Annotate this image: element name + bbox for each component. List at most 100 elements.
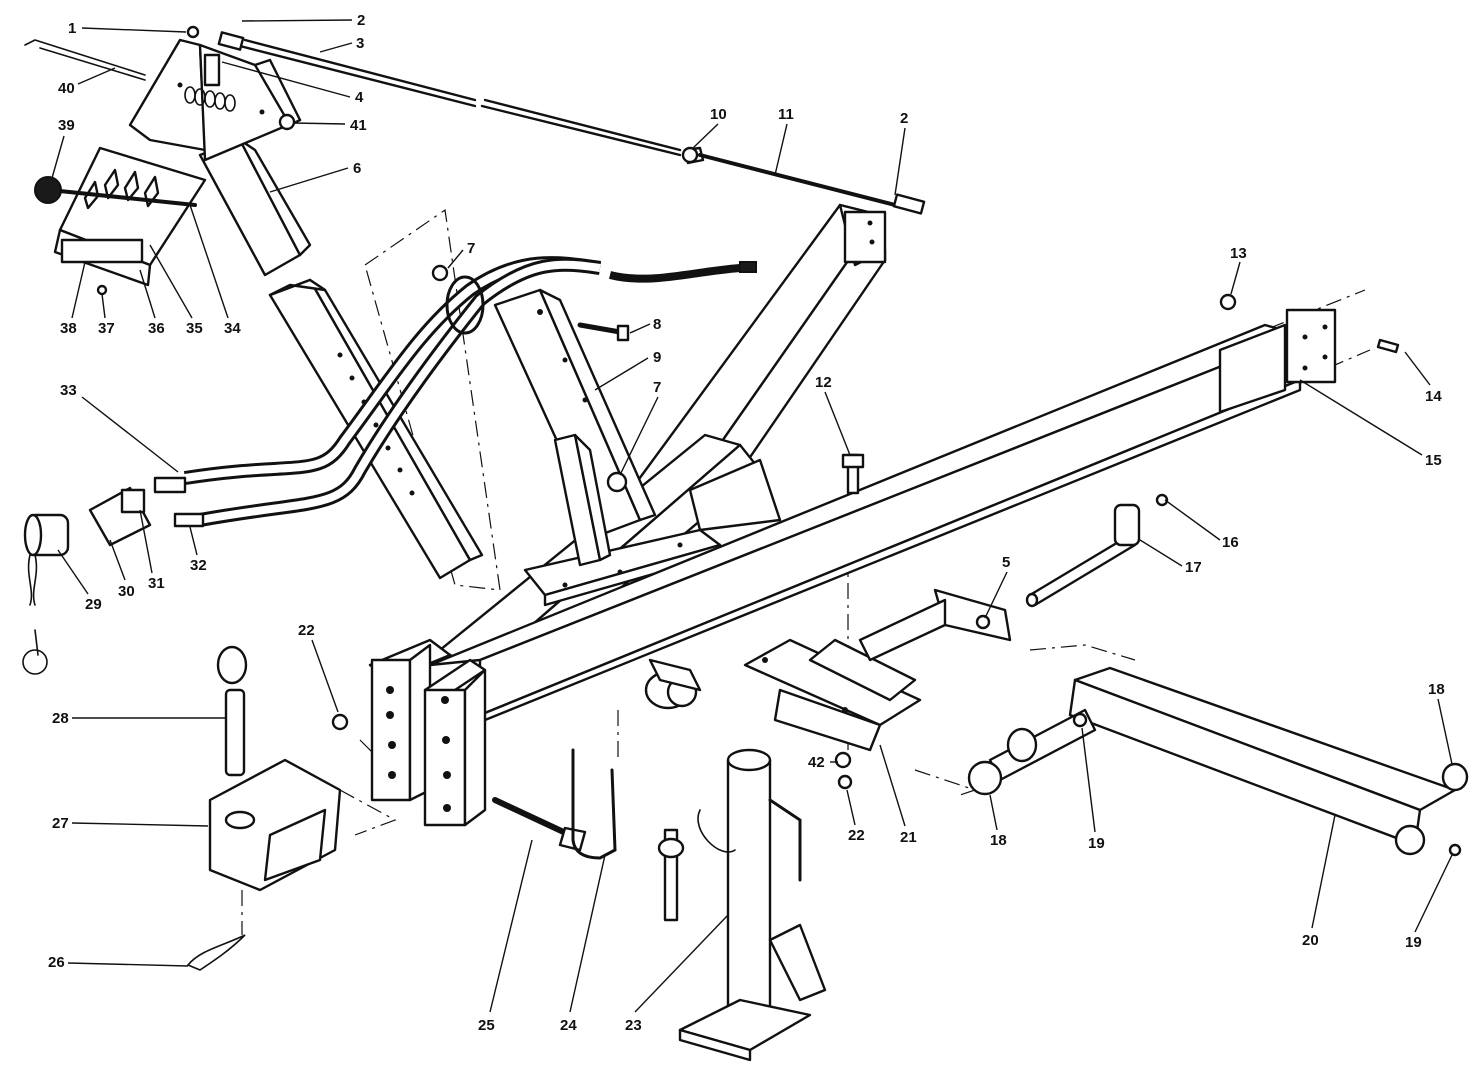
- svg-text:30: 30: [118, 583, 135, 600]
- svg-text:24: 24: [560, 1017, 577, 1034]
- svg-text:16: 16: [1222, 534, 1239, 551]
- callout-21: 21: [879, 744, 917, 846]
- svg-text:28: 28: [52, 710, 69, 727]
- callout-18-right: 18: [1428, 681, 1453, 765]
- mast-post: [493, 288, 657, 567]
- svg-text:5: 5: [1002, 554, 1010, 571]
- svg-text:3: 3: [356, 35, 364, 52]
- callout-14: 14: [1404, 351, 1442, 405]
- svg-text:2: 2: [357, 12, 365, 29]
- svg-text:39: 39: [58, 117, 75, 134]
- svg-text:20: 20: [1302, 932, 1319, 949]
- svg-text:26: 26: [48, 954, 65, 971]
- svg-text:11: 11: [778, 106, 794, 123]
- bolt-8: [577, 322, 630, 342]
- callouts: 1 2 3 40 4 41 39 6: [48, 12, 1453, 1034]
- hose-clamp: [431, 264, 628, 493]
- svg-text:1: 1: [68, 20, 76, 37]
- svg-text:41: 41: [350, 117, 367, 134]
- svg-text:4: 4: [355, 89, 364, 106]
- svg-text:10: 10: [710, 106, 727, 123]
- callout-4: 4: [221, 61, 364, 106]
- callout-3: 3: [319, 35, 364, 53]
- lower-bracket: [743, 588, 1012, 752]
- callout-16: 16: [1164, 499, 1239, 551]
- callout-7-mid: 7: [619, 379, 661, 476]
- svg-text:15: 15: [1425, 452, 1442, 469]
- svg-text:37: 37: [98, 320, 115, 337]
- callout-2-top: 2: [241, 12, 365, 29]
- svg-text:19: 19: [1088, 835, 1105, 852]
- svg-text:32: 32: [190, 557, 207, 574]
- callout-41: 41: [292, 117, 367, 134]
- svg-text:42: 42: [808, 754, 825, 771]
- control-lever: [34, 176, 197, 207]
- hitch-plates: [368, 638, 487, 827]
- svg-text:40: 40: [58, 80, 75, 97]
- callout-9: 9: [594, 349, 661, 391]
- hitch-clevis: [208, 758, 342, 892]
- svg-text:2: 2: [900, 110, 908, 127]
- svg-text:31: 31: [148, 575, 165, 592]
- callout-17: 17: [1139, 539, 1202, 576]
- svg-text:38: 38: [60, 320, 77, 337]
- small-hardware: [96, 113, 1462, 857]
- svg-text:13: 13: [1230, 245, 1247, 262]
- callout-5: 5: [984, 554, 1010, 619]
- svg-text:18: 18: [1428, 681, 1445, 698]
- svg-text:19: 19: [1405, 934, 1422, 951]
- hair-pin-clip: [186, 934, 246, 971]
- callout-6: 6: [269, 160, 361, 193]
- detent-spring: [184, 86, 236, 112]
- callout-22-left: 22: [298, 622, 339, 713]
- lower-adjust-tube: [268, 278, 484, 580]
- callout-7-top: 7: [447, 240, 475, 269]
- callout-25: 25: [478, 839, 533, 1034]
- svg-text:17: 17: [1185, 559, 1202, 576]
- svg-text:22: 22: [848, 827, 865, 844]
- hitch-pin: [216, 645, 248, 777]
- callout-19-lower: 19: [1081, 727, 1105, 852]
- axle-stub: [967, 708, 1097, 796]
- callout-15: 15: [1299, 379, 1442, 469]
- svg-text:25: 25: [478, 1017, 495, 1034]
- lever-pin: [24, 39, 146, 81]
- hydraulic-hoses: [153, 256, 757, 528]
- callout-22-lower: 22: [846, 789, 865, 844]
- callout-23: 23: [625, 914, 729, 1034]
- jack-stand: [657, 748, 827, 1062]
- callout-19-right: 19: [1405, 854, 1453, 951]
- svg-text:12: 12: [815, 374, 832, 391]
- svg-text:9: 9: [653, 349, 661, 366]
- callout-37: 37: [98, 293, 115, 337]
- callout-34: 34: [189, 204, 241, 337]
- svg-text:33: 33: [60, 382, 77, 399]
- svg-text:7: 7: [467, 240, 475, 257]
- callout-33: 33: [60, 382, 179, 473]
- svg-text:22: 22: [298, 622, 315, 639]
- callout-31: 31: [139, 509, 165, 592]
- svg-text:14: 14: [1425, 388, 1442, 405]
- quick-coupler: [88, 486, 152, 547]
- svg-text:21: 21: [900, 829, 917, 846]
- callout-36: 36: [139, 269, 165, 337]
- callout-11: 11: [774, 106, 794, 176]
- bolt-25: [492, 797, 587, 852]
- callout-20: 20: [1302, 814, 1336, 949]
- lever-bracket: [128, 38, 302, 162]
- callout-42: 42: [808, 754, 838, 771]
- svg-text:27: 27: [52, 815, 69, 832]
- svg-text:34: 34: [224, 320, 241, 337]
- svg-text:36: 36: [148, 320, 165, 337]
- callout-1: 1: [68, 20, 187, 37]
- svg-text:8: 8: [653, 316, 661, 333]
- callout-18-lower: 18: [989, 794, 1007, 849]
- bushing: [644, 658, 702, 710]
- callout-27: 27: [52, 815, 209, 832]
- callout-26: 26: [48, 954, 189, 971]
- svg-text:7: 7: [653, 379, 661, 396]
- callout-24: 24: [560, 854, 606, 1034]
- callout-30: 30: [109, 539, 135, 600]
- callout-38: 38: [60, 261, 86, 337]
